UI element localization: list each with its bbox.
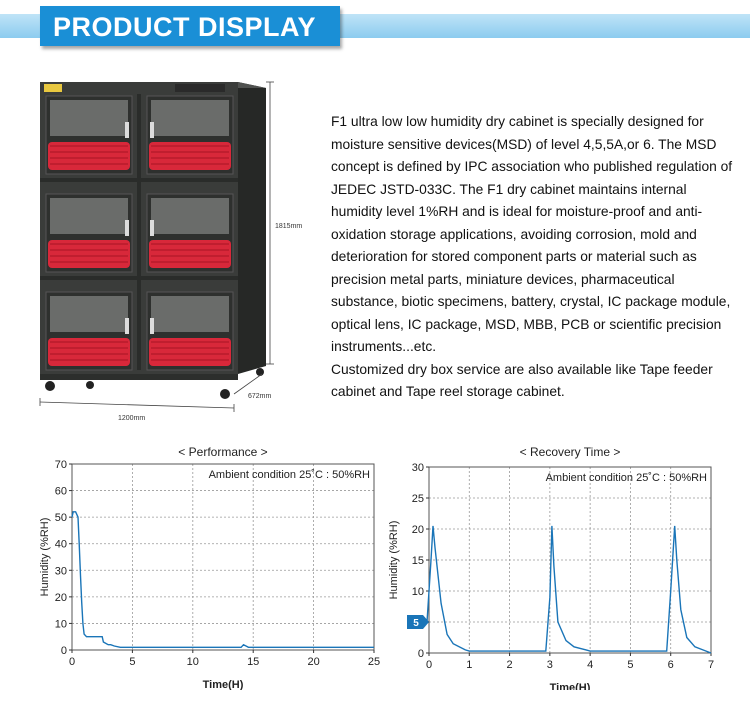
door-handle	[125, 122, 129, 138]
y-tick-label: 0	[61, 645, 67, 657]
door-trim	[48, 338, 130, 366]
control-panel-display	[175, 84, 225, 92]
wheel	[220, 389, 230, 399]
plot-frame	[71, 463, 375, 651]
chart-title: < Performance >	[178, 445, 267, 459]
door-trim	[149, 240, 231, 268]
x-tick-label: 4	[587, 659, 593, 671]
door-glass	[50, 100, 128, 136]
y-tick-label: 10	[412, 586, 424, 598]
width-label: 1200mm	[118, 415, 145, 422]
wheel	[45, 381, 55, 391]
x-tick-label: 3	[547, 659, 553, 671]
door-trim	[48, 240, 130, 268]
series-line	[71, 511, 374, 649]
door-glass	[50, 296, 128, 332]
door-handle	[150, 122, 154, 138]
banner-tab	[40, 6, 340, 46]
x-tick-label: 0	[69, 656, 75, 668]
x-axis-label: Time(H)	[203, 679, 244, 690]
marker-badge	[407, 615, 429, 629]
y-tick-label: 25	[412, 493, 424, 505]
door-trim	[48, 142, 130, 170]
cabinet-side	[238, 82, 266, 374]
door-glass	[151, 198, 229, 234]
y-tick-label: 20	[412, 524, 424, 536]
depth-dimension-line	[233, 373, 263, 395]
door-handle	[125, 318, 129, 334]
page-title: PRODUCT DISPLAY	[53, 12, 317, 42]
product-image: 1815mm 1200mm 672mm	[30, 72, 320, 422]
x-tick-label: 1	[466, 659, 472, 671]
y-tick-label: 30	[55, 565, 67, 577]
x-tick-label: 15	[247, 656, 259, 668]
door-glass	[151, 100, 229, 136]
control-panel-logo	[44, 84, 62, 92]
x-tick-label: 2	[507, 659, 513, 671]
chart-title: < Recovery Time >	[520, 445, 621, 459]
door-glass	[50, 198, 128, 234]
cabinet-base	[40, 374, 238, 380]
height-label: 1815mm	[275, 223, 302, 230]
y-tick-label: 0	[418, 648, 424, 660]
door-trim	[149, 142, 231, 170]
recovery-time-chart: < Recovery Time > 0 5 10 15 20 25 30 0 1 2 3 4 5 6 7Tim…	[385, 440, 725, 690]
center-divider	[137, 94, 141, 370]
width-dimension-line	[39, 401, 235, 409]
x-tick-label: 7	[708, 659, 714, 671]
product-description: F1 ultra low low humidity dry cabinet is…	[331, 111, 736, 404]
wheel	[256, 368, 264, 376]
y-tick-label: 50	[55, 512, 67, 524]
y-tick-label: 30	[412, 462, 424, 474]
series-line	[426, 525, 712, 654]
x-tick-label: 5	[627, 659, 633, 671]
x-tick-label: 6	[668, 659, 674, 671]
y-tick-label: 10	[55, 618, 67, 630]
y-tick-label: 60	[55, 486, 67, 498]
performance-chart: < Performance > 0 10 20 30 40 50 60 70 0 5 10 15 20 25…	[30, 440, 390, 690]
x-tick-label: 25	[368, 656, 380, 668]
depth-label: 672mm	[248, 393, 272, 400]
description-paragraph: F1 ultra low low humidity dry cabinet is…	[331, 114, 733, 354]
description-paragraph: Customized dry box service are also avai…	[331, 361, 713, 400]
ambient-annotation: Ambient condition 25˚C : 50%RH	[546, 472, 707, 484]
door-glass	[151, 296, 229, 332]
ambient-annotation: Ambient condition 25˚C : 50%RH	[209, 469, 370, 481]
x-tick-label: 0	[426, 659, 432, 671]
wheel	[86, 381, 94, 389]
header-banner: PRODUCT DISPLAY	[0, 0, 750, 48]
x-tick-label: 5	[129, 656, 135, 668]
y-tick-label: 15	[412, 555, 424, 567]
x-axis-label: Time(H)	[550, 682, 591, 690]
dry-cabinet-illustration: 1815mm 1200mm 672mm	[39, 81, 302, 422]
door-trim	[149, 338, 231, 366]
y-axis-label: Humidity (%RH)	[388, 521, 400, 600]
marker-label: 5	[413, 618, 419, 629]
door-handle	[150, 318, 154, 334]
y-axis-label: Humidity (%RH)	[39, 518, 51, 597]
door-handle	[125, 220, 129, 236]
y-tick-label: 20	[55, 592, 67, 604]
x-tick-label: 20	[307, 656, 319, 668]
x-tick-label: 10	[187, 656, 199, 668]
y-tick-label: 40	[55, 539, 67, 551]
y-tick-label: 70	[55, 459, 67, 471]
door-handle	[150, 220, 154, 236]
